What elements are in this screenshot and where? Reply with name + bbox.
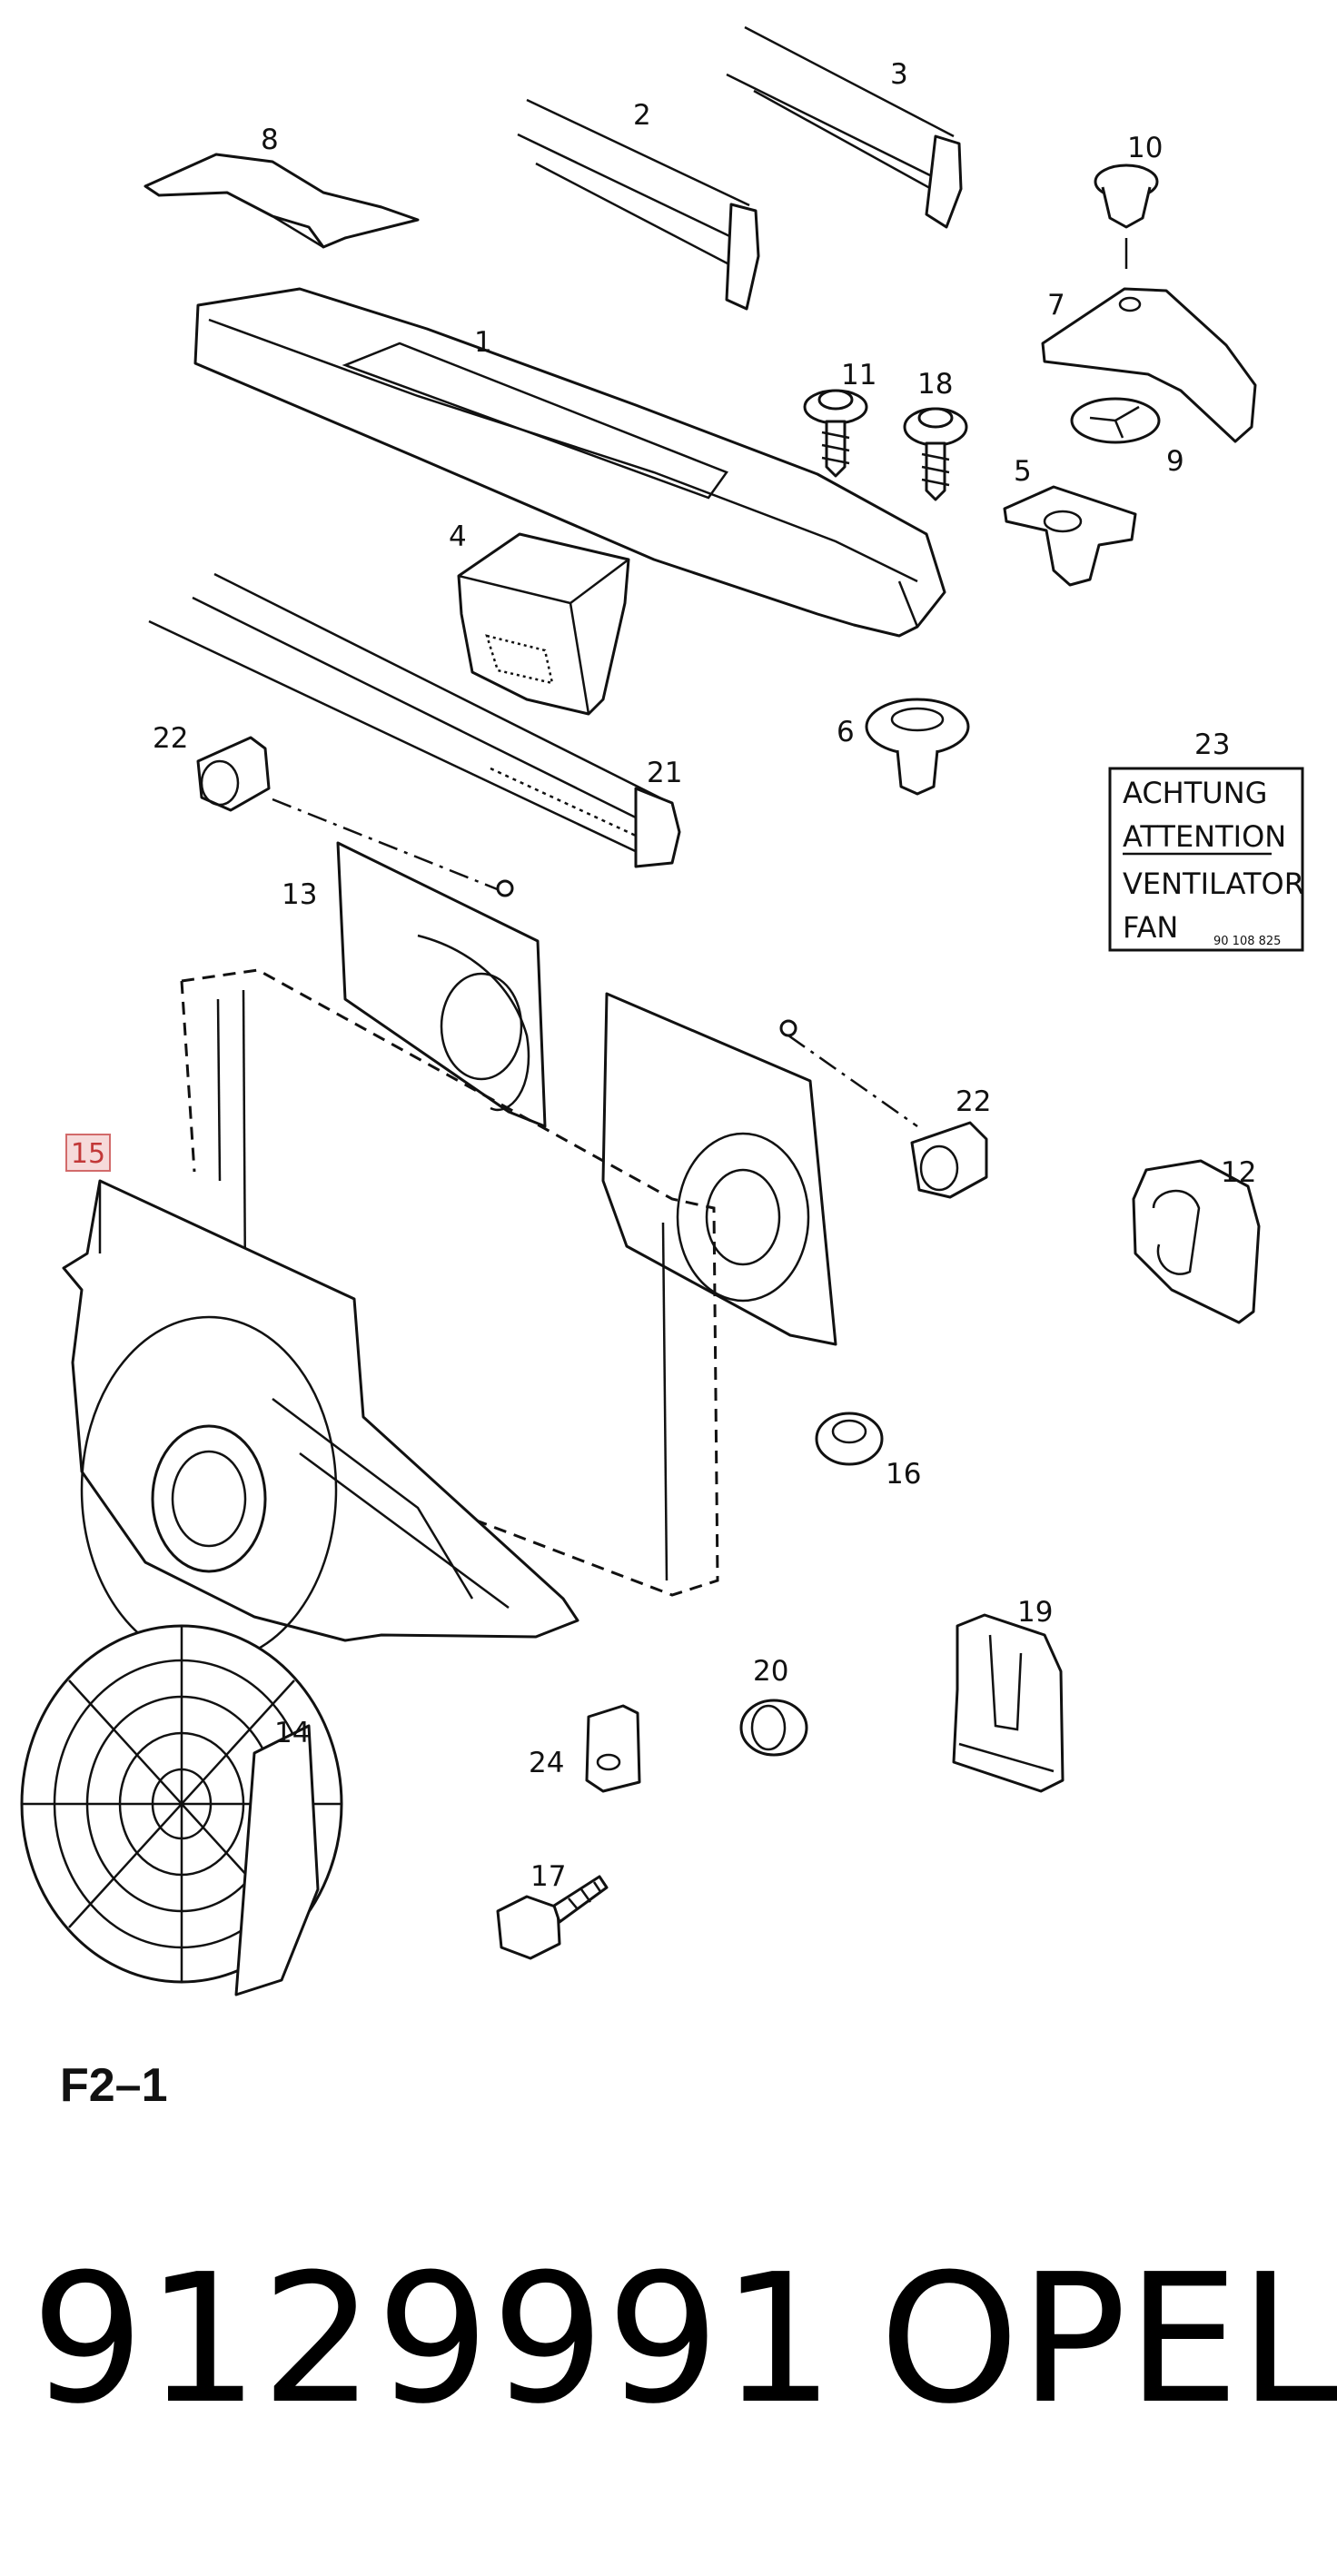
sticker-line-2: ATTENTION bbox=[1123, 819, 1286, 854]
callout-19: 19 bbox=[1017, 1596, 1053, 1629]
callout-5: 5 bbox=[1014, 455, 1032, 488]
callout-labels: 1 2 3 4 5 6 7 8 9 10 11 12 13 14 16 17 1… bbox=[153, 58, 1256, 1893]
callout-10: 10 bbox=[1127, 132, 1163, 164]
part-12-retaining-clip bbox=[1132, 1159, 1261, 1324]
callout-21: 21 bbox=[647, 757, 682, 789]
part-11-screw bbox=[803, 389, 868, 478]
callout-20: 20 bbox=[753, 1655, 788, 1688]
callout-7: 7 bbox=[1047, 289, 1065, 322]
callout-13: 13 bbox=[282, 878, 317, 911]
callout-6: 6 bbox=[837, 716, 855, 748]
radiator-outline bbox=[180, 968, 719, 1597]
part-22-rubber-mount-right bbox=[910, 1121, 988, 1199]
part-6-push-rivet bbox=[865, 698, 970, 796]
part-16-grommet bbox=[815, 1412, 884, 1466]
part-24-nut-clip bbox=[585, 1704, 641, 1793]
callout-23: 23 bbox=[1194, 728, 1230, 761]
callout-22-right: 22 bbox=[956, 1085, 991, 1118]
part-3-seal-strip bbox=[726, 25, 963, 229]
sticker-line-3: VENTILATOR bbox=[1123, 867, 1304, 901]
part-20-grommet bbox=[739, 1699, 808, 1757]
part-number: 9129991 bbox=[31, 2236, 837, 2443]
part-9-spring-clip bbox=[1070, 397, 1161, 444]
callout-14: 14 bbox=[274, 1717, 310, 1749]
part-17-bolt bbox=[496, 1875, 609, 1960]
sticker-line-1: ACHTUNG bbox=[1123, 776, 1267, 810]
callout-11: 11 bbox=[841, 359, 876, 391]
callout-15-highlighted: 15 bbox=[65, 1134, 111, 1172]
part-15-fan-shroud bbox=[62, 1179, 579, 1664]
part-8-bracket bbox=[144, 153, 420, 249]
callout-2: 2 bbox=[633, 99, 651, 132]
part-7-cover-plate bbox=[1041, 287, 1257, 443]
part-13-shroud-frame bbox=[336, 841, 547, 1128]
part-14-fan-guard bbox=[20, 1624, 343, 1996]
brand-name: OPEL bbox=[879, 2236, 1337, 2443]
sticker-line-4: FAN bbox=[1123, 910, 1178, 945]
part-1-cross-member bbox=[193, 287, 946, 638]
part-10-push-clip bbox=[1094, 163, 1159, 269]
callout-8: 8 bbox=[261, 124, 279, 156]
part-13-shroud-frame-right bbox=[601, 992, 918, 1346]
part-19-bracket-clip bbox=[952, 1613, 1065, 1793]
part-22-rubber-mount-upper bbox=[196, 736, 500, 892]
part-4-bracket bbox=[457, 532, 630, 716]
part-21-lower-seal bbox=[148, 572, 681, 868]
part-18-screw bbox=[903, 407, 968, 501]
callout-16: 16 bbox=[886, 1458, 921, 1491]
part-23-warning-sticker: ACHTUNG ATTENTION VENTILATOR FAN 90 108 … bbox=[1108, 767, 1304, 952]
callout-3: 3 bbox=[890, 58, 908, 91]
callout-12: 12 bbox=[1221, 1156, 1256, 1189]
figure-code: F2–1 bbox=[60, 2059, 168, 2112]
part-2-seal-strip bbox=[517, 98, 760, 311]
sticker-code: 90 108 825 bbox=[1213, 935, 1281, 948]
callout-18: 18 bbox=[917, 368, 953, 401]
callout-9: 9 bbox=[1166, 445, 1184, 478]
callout-4: 4 bbox=[449, 520, 467, 553]
callout-1: 1 bbox=[474, 326, 492, 359]
callout-22-upper: 22 bbox=[153, 722, 188, 755]
callout-17: 17 bbox=[530, 1860, 566, 1893]
part-5-clip-bracket bbox=[1003, 485, 1137, 587]
callout-24: 24 bbox=[529, 1747, 564, 1779]
